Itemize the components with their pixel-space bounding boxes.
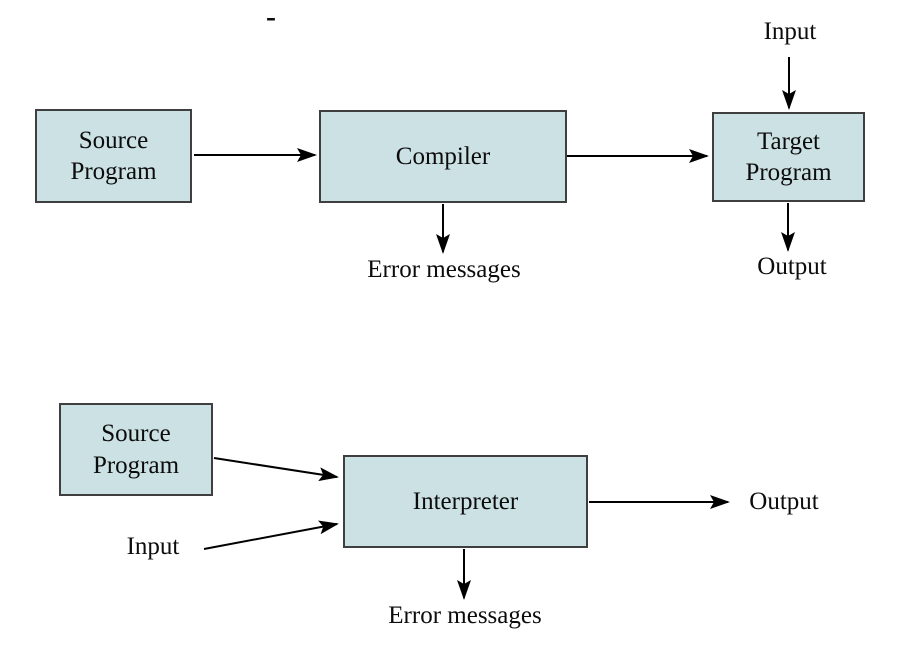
output-label: Output xyxy=(757,253,827,280)
target-program-box: Target Program xyxy=(712,112,865,202)
input-label: Input xyxy=(126,533,180,560)
compiler-box: Compiler xyxy=(319,110,567,203)
arrow-input-to-interpreter xyxy=(203,520,339,550)
source-program-label: Source Program xyxy=(70,126,157,186)
interpreter-box: Interpreter xyxy=(343,455,588,548)
error-messages-label: Error messages xyxy=(388,602,542,629)
input-label: Input xyxy=(763,18,817,45)
source-program-label: Source Program xyxy=(92,420,180,479)
target-program-label: Target Program xyxy=(745,127,832,187)
compiler-label: Compiler xyxy=(395,142,491,170)
source-program-box: Source Program xyxy=(35,109,192,203)
interpreter-label: Interpreter xyxy=(412,487,519,515)
stray-dash-mark: - xyxy=(266,0,276,33)
output-label: Output xyxy=(749,488,819,515)
source-program-box: Source Program xyxy=(59,403,213,496)
arrow-source-to-interpreter xyxy=(213,457,339,482)
error-messages-label: Error messages xyxy=(367,256,521,283)
